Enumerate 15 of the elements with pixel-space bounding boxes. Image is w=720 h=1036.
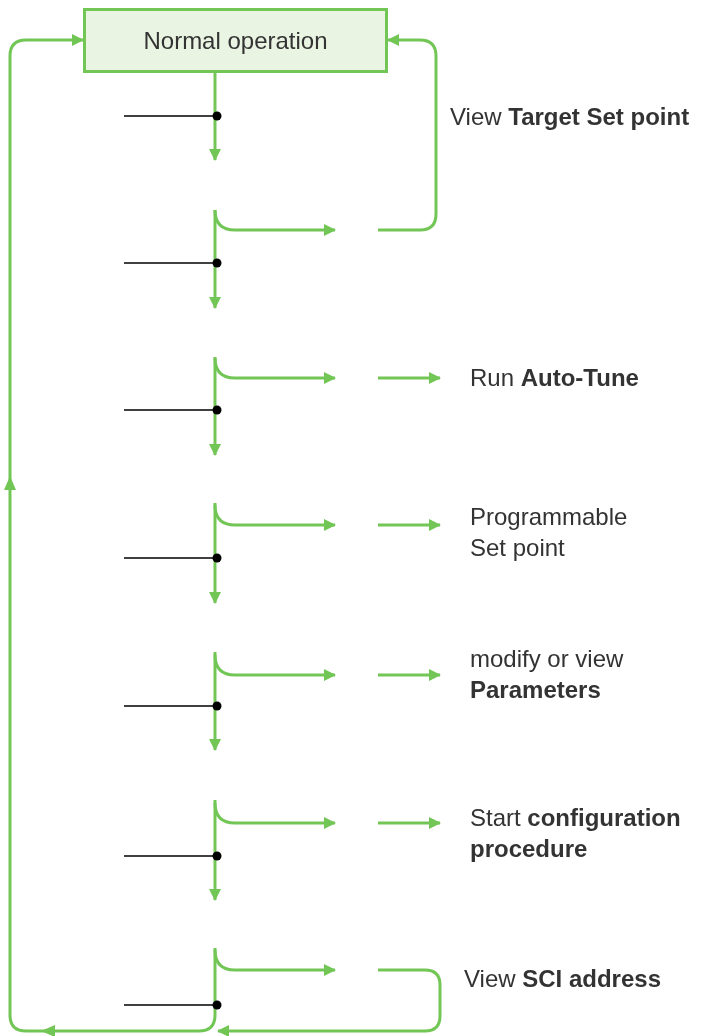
arrow [378,372,441,384]
arrow [378,519,441,531]
node-text: modify or view Parameters [470,643,625,705]
arrow [378,817,441,829]
step-label: View SCI address [464,964,661,994]
node-text: Start configuration procedure [470,802,682,864]
arrow [209,73,221,161]
arrow [378,669,441,681]
node-text: Normal operation [143,25,328,56]
step-label: View Target Set point [450,102,690,132]
process-box [83,8,388,73]
node-text: Run Auto-Tune [470,363,639,394]
arrow [4,34,217,1036]
node-text: Programmable Set point [470,501,629,563]
arrow [378,34,438,232]
